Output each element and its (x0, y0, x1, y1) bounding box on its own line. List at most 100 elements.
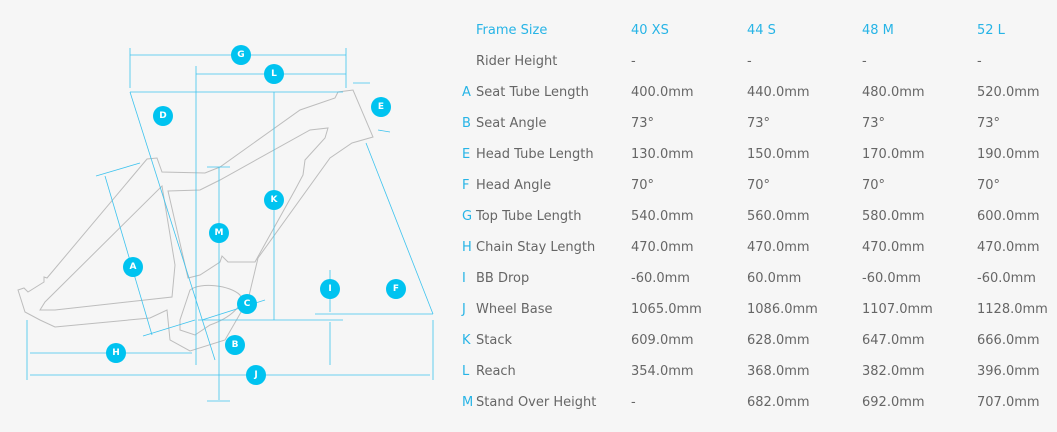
marker-a: A (123, 257, 143, 277)
row-name: Chain Stay Length (476, 240, 596, 255)
row-letter: H (462, 240, 472, 255)
marker-l: L (264, 64, 284, 84)
marker-i: I (320, 279, 340, 299)
table-cell: 73° (747, 116, 771, 131)
table-cell: 368.0mm (747, 364, 810, 379)
frame-size-label: Frame Size (476, 23, 548, 38)
table-cell: 647.0mm (862, 333, 925, 348)
row-name: Stand Over Height (476, 395, 597, 410)
row-letter: B (462, 116, 471, 131)
row-letter: G (462, 209, 473, 224)
table-cell: 470.0mm (631, 240, 694, 255)
table-cell: 1107.0mm (862, 302, 933, 317)
size-header: 40 XS (631, 23, 669, 38)
table-cell: 70° (631, 178, 655, 193)
table-cell: -60.0mm (977, 271, 1036, 286)
table-cell: - (862, 54, 867, 69)
table-row: F Head Angle 70° 70° 70° 70° (0, 178, 1057, 198)
svg-text:E: E (378, 102, 384, 112)
table-cell: 440.0mm (747, 85, 810, 100)
marker-f: F (386, 279, 406, 299)
marker-g: G (231, 45, 251, 65)
svg-text:F: F (393, 284, 399, 294)
row-letter: L (462, 364, 470, 379)
frame-geometry-diagram: G L D E K M A I F C B H J (17, 45, 434, 402)
svg-text:H: H (112, 348, 120, 358)
table-cell: - (977, 54, 982, 69)
table-cell: 382.0mm (862, 364, 925, 379)
row-letter: F (462, 178, 470, 193)
table-row: A Seat Tube Length 400.0mm 440.0mm 480.0mm 52… (0, 85, 1057, 105)
svg-text:M: M (215, 228, 224, 238)
table-cell: 470.0mm (862, 240, 925, 255)
table-cell: 354.0mm (631, 364, 694, 379)
dimension-markers: G L D E K M A I F C B H J (106, 45, 406, 385)
svg-text:I: I (328, 284, 331, 294)
marker-h: H (106, 343, 126, 363)
row-name: Seat Tube Length (476, 85, 589, 100)
table-cell: 1128.0mm (977, 302, 1048, 317)
marker-k: K (264, 190, 284, 210)
row-letter: I (462, 271, 466, 286)
table-cell: 560.0mm (747, 209, 810, 224)
table-cell: 70° (862, 178, 886, 193)
table-cell: 70° (747, 178, 771, 193)
table-cell: 692.0mm (862, 395, 925, 410)
row-letter: J (462, 302, 466, 317)
table-cell: 682.0mm (747, 395, 810, 410)
table-cell: 70° (977, 178, 1001, 193)
table-cell: 400.0mm (631, 85, 694, 100)
row-name: Wheel Base (476, 302, 553, 317)
table-cell: 396.0mm (977, 364, 1040, 379)
table-cell: -60.0mm (631, 271, 690, 286)
table-cell: 150.0mm (747, 147, 810, 162)
row-name: BB Drop (476, 271, 530, 286)
table-header: Frame Size 40 XS 44 S 48 M 52 L (0, 23, 1057, 43)
table-cell: 480.0mm (862, 85, 925, 100)
svg-text:G: G (237, 50, 244, 60)
table-cell: 1086.0mm (747, 302, 818, 317)
table-cell: 540.0mm (631, 209, 694, 224)
table-cell: 73° (977, 116, 1001, 131)
marker-m: M (209, 223, 229, 243)
svg-text:D: D (159, 111, 166, 121)
table-cell: 580.0mm (862, 209, 925, 224)
table-row: E Head Tube Length 130.0mm 150.0mm 170.0mm 19… (0, 147, 1057, 167)
svg-text:K: K (271, 195, 279, 205)
table-cell: 190.0mm (977, 147, 1040, 162)
size-header: 44 S (747, 23, 776, 38)
table-cell: 170.0mm (862, 147, 925, 162)
table-cell: - (631, 395, 636, 410)
row-letter: A (462, 85, 471, 100)
table-cell: 73° (631, 116, 655, 131)
table-cell: 73° (862, 116, 886, 131)
row-name: Stack (476, 333, 512, 348)
table-cell: - (631, 54, 636, 69)
table-cell: - (747, 54, 752, 69)
row-name: Rider Height (476, 54, 558, 69)
size-header: 48 M (862, 23, 894, 38)
row-letter: E (462, 147, 471, 162)
marker-b: B (225, 335, 245, 355)
table-cell: 600.0mm (977, 209, 1040, 224)
table-row: Rider Height - - - - (0, 54, 1057, 74)
table-cell: 130.0mm (631, 147, 694, 162)
row-letter: M (462, 395, 474, 410)
marker-j: J (246, 365, 266, 385)
row-name: Head Tube Length (476, 147, 594, 162)
marker-d: D (153, 106, 173, 126)
table-cell: 60.0mm (747, 271, 802, 286)
row-name: Head Angle (476, 178, 552, 193)
table-cell: 628.0mm (747, 333, 810, 348)
row-name: Seat Angle (476, 116, 547, 131)
svg-text:C: C (244, 299, 251, 309)
row-name: Reach (476, 364, 516, 379)
marker-c: C (237, 294, 257, 314)
row-name: Top Tube Length (476, 209, 582, 224)
table-cell: 520.0mm (977, 85, 1040, 100)
